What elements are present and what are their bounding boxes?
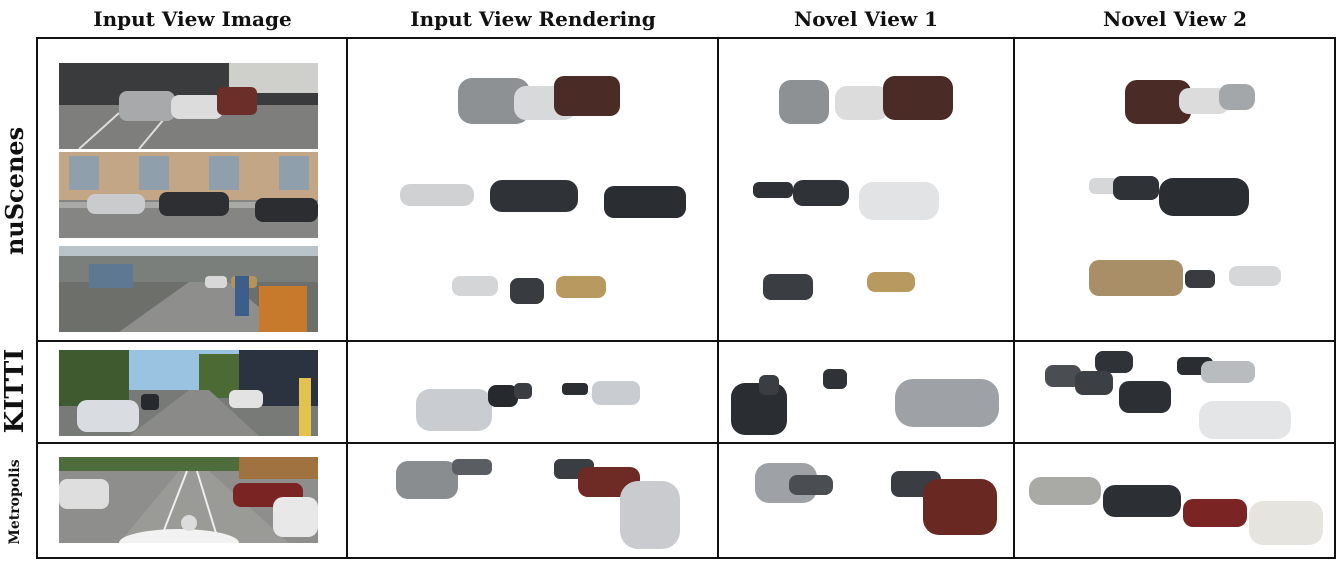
- grid-line-col1: [346, 37, 348, 559]
- kitti-novel-view-1: [731, 369, 999, 435]
- column-header-input-view-image: Input View Image: [93, 7, 292, 31]
- nuscenes-novel-view-1: [753, 76, 953, 300]
- kitti-rendering: [416, 381, 640, 431]
- grid-line-left: [36, 37, 38, 559]
- grid-line-row1: [36, 340, 1336, 342]
- kitti-input-photo: [59, 350, 318, 436]
- row-label-metropolis: Metropolis: [7, 459, 23, 545]
- grid-line-col2: [717, 37, 719, 559]
- column-header-input-view-rendering: Input View Rendering: [410, 7, 656, 31]
- grid-line-bottom: [36, 557, 1336, 559]
- nuscenes-novel-view-2: [1089, 80, 1281, 296]
- grid-line-right: [1334, 37, 1336, 559]
- grid-line-col3: [1013, 37, 1015, 559]
- grid-line-top: [36, 37, 1336, 39]
- row-label-kitti: KITTI: [0, 348, 30, 434]
- row-label-nuscenes: nuScenes: [0, 126, 29, 256]
- metropolis-novel-view-1: [755, 463, 997, 535]
- column-header-novel-view-1: Novel View 1: [793, 7, 939, 31]
- nuscenes-input-photo-2: [59, 152, 318, 238]
- metropolis-novel-view-2: [1029, 477, 1323, 545]
- column-header-novel-view-2: Novel View 2: [1102, 7, 1248, 31]
- metropolis-input-photo: [59, 457, 318, 543]
- nuscenes-input-photo-3: [59, 246, 318, 332]
- grid-line-row2: [36, 442, 1336, 444]
- nuscenes-rendering-row1: [400, 76, 686, 304]
- kitti-novel-view-2: [1045, 351, 1291, 439]
- metropolis-rendering: [396, 459, 680, 549]
- nuscenes-input-photo-1: [59, 63, 318, 149]
